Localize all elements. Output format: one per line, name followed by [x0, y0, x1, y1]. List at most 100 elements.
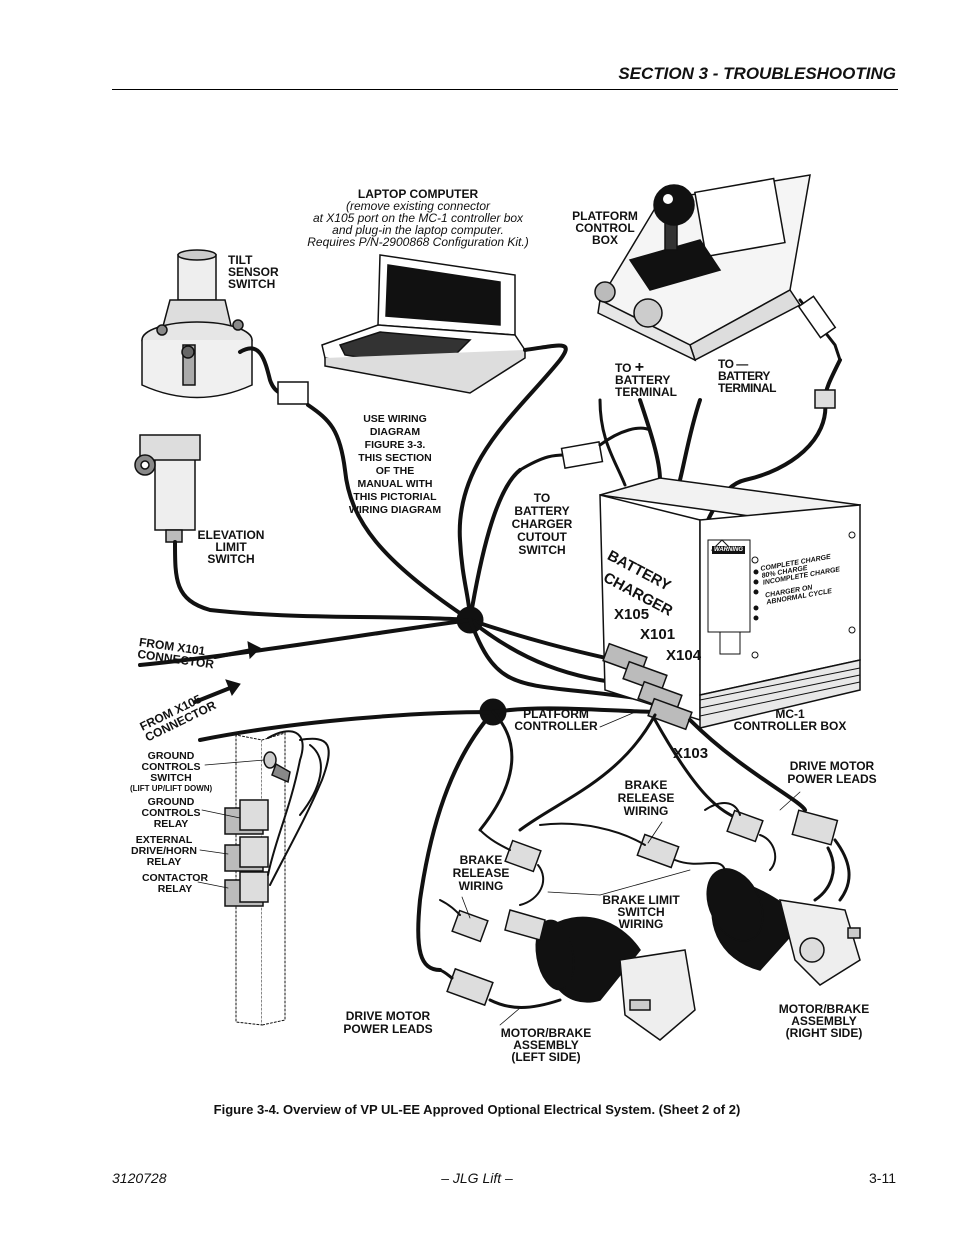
brr-2: RELEASE — [617, 791, 675, 805]
ed-3: RELAY — [146, 856, 182, 868]
cc-3: CHARGER — [511, 517, 573, 531]
laptop-title: LAPTOP COMPUTER — [357, 187, 479, 201]
charger-warning-label: WARNING — [712, 546, 745, 554]
mbr-3: (RIGHT SIDE) — [785, 1026, 863, 1040]
elevation-limit-switch — [134, 434, 201, 543]
platform-control-box-drawing — [594, 174, 811, 362]
cutout-connector — [560, 440, 604, 470]
mc1-1: MC-1 — [775, 707, 805, 721]
platform-controller-label: PLATFORM CONTROLLER — [511, 708, 601, 732]
pcb-label-1: PLATFORM — [572, 209, 638, 223]
dml-2: POWER LEADS — [343, 1022, 433, 1036]
external-drive-label: EXTERNAL DRIVE/HORN RELAY — [124, 835, 204, 868]
uw-8: WIRING DIAGRAM — [348, 504, 442, 516]
drive-motor-right-connector — [791, 809, 839, 846]
dmr-2: POWER LEADS — [787, 772, 877, 786]
section-title: SECTION 3 - TROUBLESHOOTING — [618, 64, 896, 83]
uw-4: THIS SECTION — [358, 452, 432, 464]
elevation-limit-label: ELEVATION LIMIT SWITCH — [193, 529, 269, 565]
laptop-note-2: at X105 port on the MC-1 controller box — [312, 211, 524, 225]
drive-motor-left-label: DRIVE MOTOR POWER LEADS — [340, 1010, 436, 1036]
mbl-2: ASSEMBLY — [513, 1038, 579, 1052]
tilt-label-1: TILT — [228, 253, 253, 267]
brl-2: RELEASE — [452, 866, 510, 880]
mbl-1: MOTOR/BRAKE — [500, 1026, 592, 1040]
drive-motor-right-label: DRIVE MOTOR POWER LEADS — [784, 760, 880, 786]
el-2: LIMIT — [215, 540, 247, 554]
motor-brake-left-label: MOTOR/BRAKE ASSEMBLY (LEFT SIDE) — [496, 1027, 596, 1063]
x104-label: X104 — [666, 647, 702, 664]
cc-1: TO — [533, 491, 551, 505]
bl-1: BRAKE LIMIT — [602, 893, 680, 907]
mbr-2: ASSEMBLY — [791, 1014, 857, 1028]
laptop-note-3: and plug-in the laptop computer. — [332, 223, 504, 237]
gcr-1: GROUND — [147, 796, 195, 808]
ground-controls-switch — [263, 751, 291, 784]
tilt-label-3: SWITCH — [228, 277, 276, 291]
pc-2: CONTROLLER — [514, 719, 598, 733]
cr-1: CONTACTOR — [141, 872, 209, 884]
pcb-label-2: CONTROL — [575, 221, 635, 235]
neg-battery: BATTERY — [718, 369, 770, 383]
bl-2: SWITCH — [617, 905, 665, 919]
to-neg-battery-label: TO — BATTERY TERMINAL — [718, 357, 777, 394]
neg-to: TO — [718, 357, 734, 371]
uw-6: MANUAL WITH — [357, 478, 433, 490]
brl-3: WIRING — [458, 879, 504, 893]
brake-release-right-label: BRAKE RELEASE WIRING — [610, 779, 682, 818]
use-wiring-note: USE WIRING DIAGRAM FIGURE 3-3. THIS SECT… — [345, 413, 445, 517]
laptop-computer-drawing — [321, 254, 527, 394]
dmr-1: DRIVE MOTOR — [789, 759, 875, 773]
contactor-relay-label: CONTACTOR RELAY — [134, 873, 216, 895]
header-rule — [112, 89, 898, 90]
motor-brake-right — [706, 868, 861, 986]
plus-symbol: + — [634, 359, 645, 376]
mc1-2: CONTROLLER BOX — [733, 719, 847, 733]
gcs-2: CONTROLS — [141, 761, 201, 773]
to-pos-battery-label: TO + BATTERY TERMINAL — [615, 359, 677, 399]
x105-label: X105 — [614, 606, 650, 623]
x101-label: X101 — [640, 626, 676, 643]
footer-page-number: 3-11 — [869, 1170, 896, 1186]
pos-battery: BATTERY — [615, 373, 671, 387]
tilt-label-2: SENSOR — [228, 265, 279, 279]
gcs-3: SWITCH — [150, 772, 192, 784]
uw-1: USE WIRING — [363, 413, 427, 425]
mbl-3: (LEFT SIDE) — [511, 1050, 581, 1064]
mbr-1: MOTOR/BRAKE — [778, 1002, 870, 1016]
tilt-sensor-switch — [141, 249, 253, 399]
laptop-note-4: Requires P/N-2900868 Configuration Kit.) — [307, 235, 529, 249]
brr-3: WIRING — [623, 804, 669, 818]
motor-brake-right-label: MOTOR/BRAKE ASSEMBLY (RIGHT SIDE) — [774, 1003, 874, 1039]
el-3: SWITCH — [207, 552, 255, 566]
gcs-sub: (LIFT UP/LIFT DOWN) — [130, 784, 213, 793]
charger-cutout-label: TO BATTERY CHARGER CUTOUT SWITCH — [505, 492, 579, 557]
x103-label: X103 — [673, 745, 709, 762]
figure-caption: Figure 3-4. Overview of VP UL-EE Approve… — [213, 1102, 741, 1117]
platform-connector — [797, 295, 837, 339]
ground-controls-switch-label: GROUND CONTROLS SWITCH (LIFT UP/LIFT DOW… — [130, 750, 213, 794]
uw-2: DIAGRAM — [369, 426, 421, 438]
footer-doc-number: 3120728 — [112, 1170, 167, 1186]
mc1-box-label: MC-1 CONTROLLER BOX — [728, 708, 852, 732]
laptop-label: LAPTOP COMPUTER (remove existing connect… — [300, 188, 536, 248]
brake-limit-label: BRAKE LIMIT SWITCH WIRING — [597, 894, 685, 930]
cc-2: BATTERY — [514, 504, 570, 518]
ground-controls-relay-label: GROUND CONTROLS RELAY — [136, 797, 206, 830]
tilt-connector — [277, 381, 309, 405]
cc-5: SWITCH — [518, 543, 566, 557]
cr-2: RELAY — [157, 883, 193, 895]
gcr-3: RELAY — [153, 818, 189, 830]
platform-control-box-label: PLATFORM CONTROL BOX — [565, 210, 645, 246]
dml-1: DRIVE MOTOR — [345, 1009, 431, 1023]
pos-terminal: TERMINAL — [615, 385, 677, 399]
bl-3: WIRING — [618, 917, 664, 931]
uw-7: THIS PICTORIAL — [353, 491, 437, 503]
minus-symbol: — — [736, 357, 748, 371]
uw-5: OF THE — [375, 465, 415, 477]
pc-1: PLATFORM — [523, 707, 589, 721]
motor-brake-left — [504, 909, 696, 1041]
gcs-1: GROUND — [147, 750, 195, 762]
gcr-2: CONTROLS — [141, 807, 201, 819]
